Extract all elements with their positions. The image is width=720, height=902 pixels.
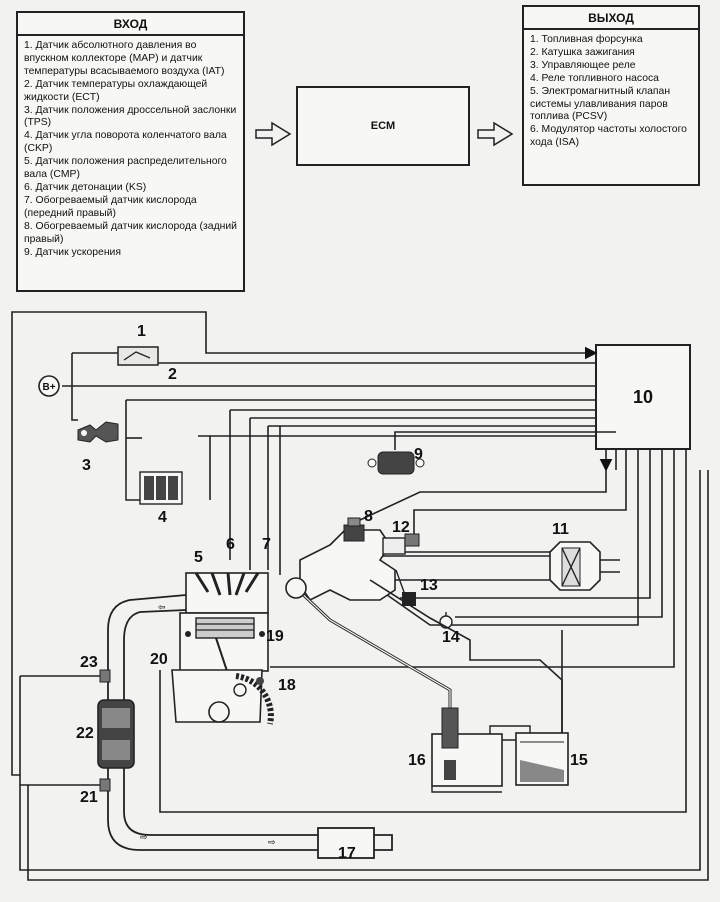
output-box-title: ВЫХОД <box>524 7 698 30</box>
callout-label: 23 <box>80 654 98 671</box>
ecm-to-output-arrow-icon <box>477 121 514 147</box>
ignition-coil-icon <box>125 471 183 505</box>
input-item: 7. Обогреваемый датчик кислорода (передн… <box>24 194 197 219</box>
coolant-temp-sensor-icon <box>185 631 191 637</box>
callout-label: 15 <box>570 752 588 769</box>
output-item: 3. Управляющее реле <box>530 59 636 71</box>
callout-label: 2 <box>168 366 177 383</box>
charcoal-canister-icon <box>515 732 569 786</box>
purge-line <box>369 579 563 733</box>
callout-label: 8 <box>364 508 373 525</box>
pressure-regulator-icon <box>285 577 307 599</box>
callout-label: 14 <box>442 629 460 646</box>
callout-label: 12 <box>392 519 410 536</box>
wiring-harness <box>11 311 709 881</box>
output-item: 4. Реле топливного насоса <box>530 72 659 84</box>
input-item: 2. Датчик температуры охлаждающей жидкос… <box>24 78 208 103</box>
map-sensor-icon <box>343 517 365 542</box>
flow-arrow-icon: ⇨ <box>140 832 148 842</box>
crank-sensor-icon <box>256 677 264 685</box>
air-filter-icon <box>549 541 620 591</box>
callout-label: 9 <box>414 446 423 463</box>
battery-icon <box>38 375 60 397</box>
output-box: ВЫХОД 1. Топливная форсунка 2. Катушка з… <box>522 5 700 186</box>
input-item: 1. Датчик абсолютного давления во впускн… <box>24 40 225 77</box>
output-item: 5. Электромагнитный клапан системы улавл… <box>530 85 671 123</box>
input-item: 4. Датчик угла поворота коленчатого вала… <box>24 130 227 155</box>
callout-label: 18 <box>278 677 296 694</box>
input-box: ВХОД 1. Датчик абсолютного давления во в… <box>16 11 245 292</box>
purge-valve-icon <box>439 612 453 629</box>
callout-label: 1 <box>137 323 146 340</box>
input-item: 6. Датчик детонации (KS) <box>24 181 147 193</box>
input-box-title: ВХОД <box>18 13 243 36</box>
isa-valve-icon <box>382 533 420 555</box>
intake-manifold <box>299 529 550 602</box>
ecu-number: 10 <box>633 387 653 407</box>
callout-label: 17 <box>338 845 356 862</box>
acceleration-sensor-icon <box>367 451 425 475</box>
ecm-label: ECM <box>370 120 396 132</box>
callout-label: 13 <box>420 577 438 594</box>
input-list: 1. Датчик абсолютного давления во впускн… <box>18 36 243 263</box>
battery-label: B+ <box>42 382 55 393</box>
output-item: 1. Топливная форсунка <box>530 34 643 45</box>
input-item: 8. Обогреваемый датчик кислорода (задний… <box>24 220 237 245</box>
input-item: 9. Датчик ускорения <box>24 246 121 258</box>
input-item: 5. Датчик положения распределительного в… <box>24 156 227 181</box>
input-item: 3. Датчик положения дроссельной заслонки… <box>24 104 237 129</box>
callout-label: 5 <box>194 549 203 566</box>
throttle-position-sensor-icon <box>395 569 416 606</box>
callout-label: 22 <box>76 725 94 742</box>
catalytic-converter-icon <box>97 699 135 769</box>
callout-label: 16 <box>408 752 426 769</box>
rear-oxygen-sensor-icon <box>99 778 111 792</box>
exhaust-pipe <box>107 594 393 851</box>
output-item: 6. Модулятор частоты холостого хода (ISA… <box>530 124 687 149</box>
callout-label: 7 <box>262 536 271 553</box>
flow-arrow-icon: ⇦ <box>158 602 166 612</box>
callout-label: 6 <box>226 536 235 553</box>
callout-label: 20 <box>150 651 168 668</box>
callout-label: 4 <box>158 509 167 526</box>
output-list: 1. Топливная форсунка 2. Катушка зажиган… <box>524 30 698 154</box>
callout-label: 21 <box>80 789 98 806</box>
muffler-icon <box>317 827 375 859</box>
callout-label: 19 <box>266 628 284 645</box>
input-to-ecm-arrow-icon <box>255 121 292 147</box>
relay-icon <box>117 346 159 366</box>
engine-block <box>171 572 274 725</box>
callout-label: 3 <box>82 457 91 474</box>
callout-label: 11 <box>552 521 569 538</box>
knock-sensor-icon <box>259 631 265 637</box>
ignition-key-icon <box>77 421 119 443</box>
output-item: 2. Катушка зажигания <box>530 46 635 58</box>
fuel-line <box>294 586 452 712</box>
ecm-box: ECM <box>296 86 470 166</box>
front-oxygen-sensor-icon <box>99 669 111 683</box>
flow-arrow-icon: ⇨ <box>268 837 276 847</box>
fuel-tank-icon <box>431 707 503 793</box>
